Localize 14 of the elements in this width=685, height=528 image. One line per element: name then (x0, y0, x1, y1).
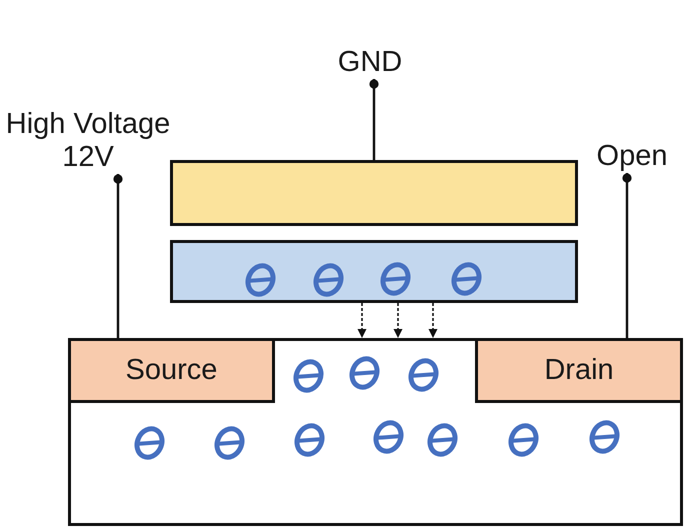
drain-region: Drain (475, 338, 683, 403)
control-gate-layer (170, 160, 578, 226)
terminal-label: GND (338, 46, 402, 79)
source-region: Source (68, 338, 275, 403)
terminal-label: High Voltage 12V (2, 108, 174, 174)
wire (113, 174, 123, 338)
arrow (358, 303, 366, 338)
wire (369, 79, 379, 160)
terminal-label: Open (596, 140, 668, 173)
wire (622, 173, 632, 338)
arrow (394, 303, 402, 338)
arrow (428, 303, 438, 338)
substrate-block (68, 338, 683, 526)
floating-gate-layer (170, 240, 578, 303)
